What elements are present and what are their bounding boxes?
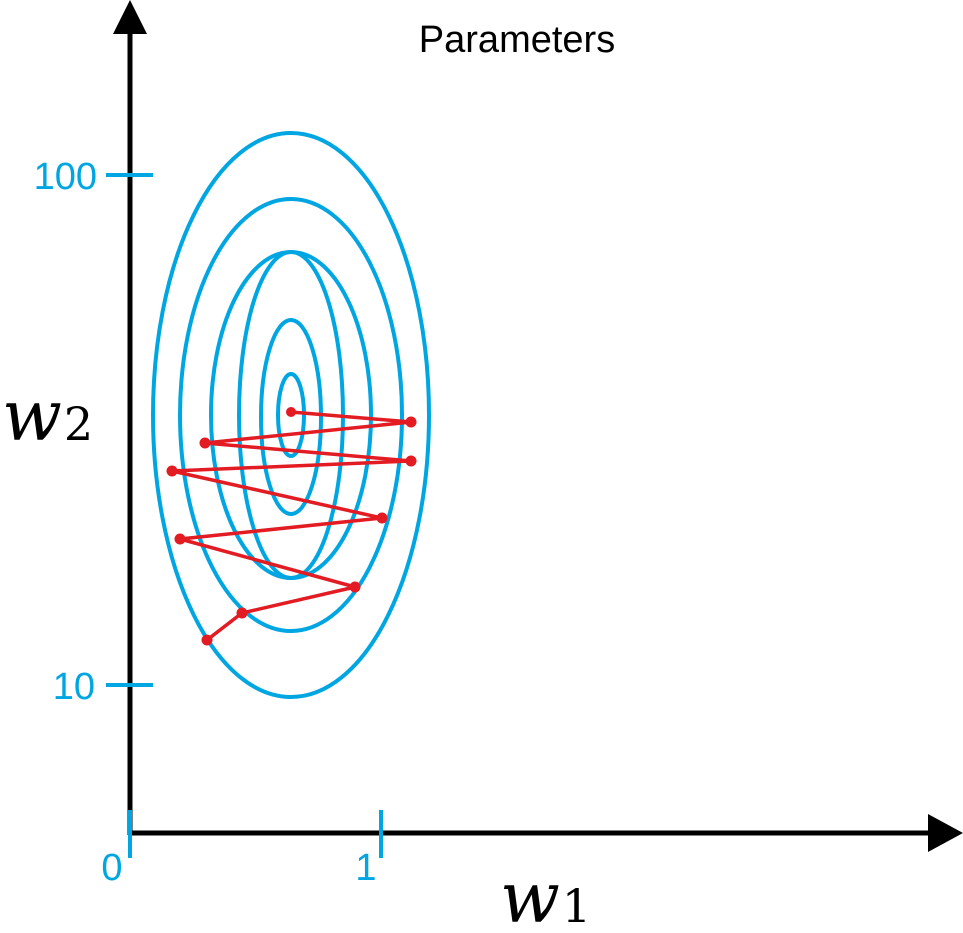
- y-tick-label: 10: [53, 666, 95, 708]
- axes: [113, 0, 963, 852]
- path-point: [166, 465, 178, 477]
- contour-ellipse: [178, 197, 404, 633]
- optimization-path: [166, 407, 417, 646]
- loss-contours: [151, 131, 431, 699]
- contour-ellipse: [276, 372, 306, 458]
- y-axis-subscript: 2: [64, 397, 93, 451]
- y-axis-arrowhead: [113, 0, 147, 34]
- path-point: [405, 416, 417, 428]
- path-point: [236, 607, 248, 619]
- x-tick-label: 0: [101, 847, 122, 889]
- x-axis-var: w: [500, 857, 560, 933]
- path-point: [199, 437, 211, 449]
- path-point: [376, 512, 388, 524]
- path-point: [174, 533, 186, 545]
- path-point: [201, 634, 213, 646]
- x-ticks: 0 1: [101, 810, 383, 889]
- x-axis-arrowhead: [928, 814, 963, 852]
- y-axis-label: w2: [2, 375, 93, 457]
- y-ticks: 100 10: [34, 156, 153, 708]
- x-axis-subscript: 1: [562, 879, 591, 933]
- x-axis-label: w1: [500, 857, 591, 933]
- contour-ellipse: [259, 318, 323, 516]
- path-point: [405, 455, 417, 467]
- contour-ellipse: [151, 131, 431, 699]
- path-line: [170, 410, 413, 642]
- path-point: [349, 581, 361, 593]
- x-tick-label: 1: [355, 847, 376, 889]
- path-point: [286, 407, 296, 417]
- y-axis-var: w: [2, 375, 62, 457]
- y-tick-label: 100: [34, 156, 97, 198]
- diagram-title: Parameters: [419, 19, 615, 61]
